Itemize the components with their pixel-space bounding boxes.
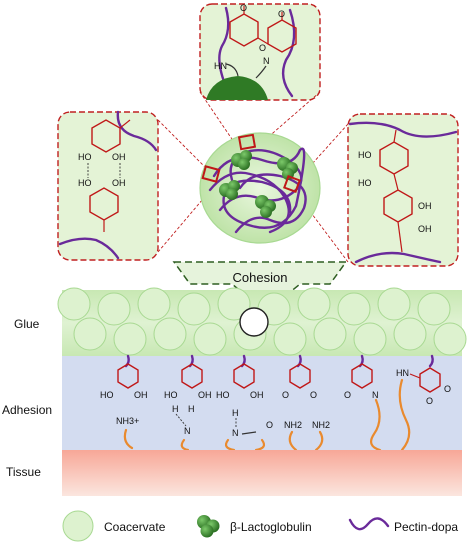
coacervate-droplet-1-7 xyxy=(353,322,387,356)
svg-text:OH: OH xyxy=(198,390,212,400)
chem-ho-left-2: HO xyxy=(78,178,92,188)
coacervate-droplet-1-2 xyxy=(153,317,187,351)
coacervate-droplet-1-9 xyxy=(433,322,467,356)
chem-ho-right-2: HO xyxy=(358,178,372,188)
lactoglobulin-cluster-4 xyxy=(255,195,276,218)
coacervate-droplet-0-0 xyxy=(57,287,91,321)
coacervate-droplet-1-3 xyxy=(193,322,227,356)
svg-text:O: O xyxy=(282,390,289,400)
interaction-quinone-amine-1: O O NH2 NH2 xyxy=(282,354,330,452)
svg-text:HO: HO xyxy=(100,390,114,400)
coacervate-droplet-1-8 xyxy=(393,317,427,351)
svg-text:HO: HO xyxy=(164,390,178,400)
cohesion-callout: Cohesion xyxy=(172,261,348,313)
svg-text:HO: HO xyxy=(216,390,230,400)
chem-oh-right-1: OH xyxy=(418,201,432,211)
coacervate-droplet-0-6 xyxy=(297,287,331,321)
svg-text:O: O xyxy=(266,420,273,430)
coacervate-droplet-0-2 xyxy=(137,287,171,321)
svg-text:H: H xyxy=(172,404,179,414)
svg-text:OH: OH xyxy=(250,390,264,400)
interaction-hbond-amide: HO OH H N O xyxy=(216,354,273,452)
interaction-michael-addition: HN O O xyxy=(396,354,451,452)
chem-o-1: O xyxy=(240,3,247,13)
chem-ho-left-1: HO xyxy=(78,152,92,162)
coacervate-droplet-1-1 xyxy=(113,322,147,356)
highlighted-droplet xyxy=(239,307,269,337)
svg-text:O: O xyxy=(344,390,351,400)
chem-oh-left-1: OH xyxy=(112,152,126,162)
chem-o-2: O xyxy=(278,9,285,19)
chem-nh3: NH3+ xyxy=(116,416,139,426)
catechol-ring-lower xyxy=(89,187,119,221)
glue-layer xyxy=(57,287,467,356)
crosslink-marker-right xyxy=(283,175,301,193)
crosslink-marker-top xyxy=(237,133,257,151)
svg-text:O: O xyxy=(310,390,317,400)
lactoglobulin-cluster-2 xyxy=(277,157,298,180)
coacervate-droplet-0-9 xyxy=(417,292,451,326)
chem-o-3: O xyxy=(259,43,266,53)
coacervate-droplet xyxy=(199,132,321,244)
top-zoom-panel: O O O HN N xyxy=(199,3,321,101)
legend-lactoglobulin-label: β-Lactoglobulin xyxy=(230,520,312,534)
coacervate-droplet-1-0 xyxy=(73,317,107,351)
coacervate-droplet-0-7 xyxy=(337,292,371,326)
cohesion-label: Cohesion xyxy=(233,270,288,285)
svg-text:N: N xyxy=(232,428,239,438)
interaction-cation-pi: HO OH NH3+ xyxy=(100,354,148,450)
adhesion-label: Adhesion xyxy=(2,403,52,417)
left-zoom-panel: HO OH HO OH xyxy=(57,110,159,261)
svg-text:H: H xyxy=(188,404,195,414)
chem-hn-top: HN xyxy=(214,61,227,71)
svg-text:O: O xyxy=(444,384,451,394)
coacervate-droplet-0-1 xyxy=(97,292,131,326)
protein-surface xyxy=(206,76,268,100)
catechol-ring-upper xyxy=(91,119,121,153)
lactoglobulin-cluster-3 xyxy=(219,180,240,200)
svg-text:N: N xyxy=(372,390,379,400)
svg-text:H: H xyxy=(232,408,239,418)
legend-pectin-swatch xyxy=(348,517,390,531)
svg-text:HN: HN xyxy=(396,368,409,378)
chem-ho-right-1: HO xyxy=(358,150,372,160)
right-zoom-panel: HO HO OH OH xyxy=(347,113,459,267)
legend-coacervate-swatch xyxy=(62,510,94,542)
svg-text:O: O xyxy=(426,396,433,406)
coacervate-droplet-0-4 xyxy=(217,287,251,321)
coacervate-droplet-0-8 xyxy=(377,287,411,321)
tissue-layer xyxy=(62,450,462,496)
coacervate-droplet-1-5 xyxy=(273,322,307,356)
lactoglobulin-cluster-1 xyxy=(231,150,252,170)
chem-n-top: N xyxy=(263,56,270,66)
svg-text:NH2: NH2 xyxy=(312,420,330,430)
legend-coacervate-label: Coacervate xyxy=(104,520,166,534)
tissue-label: Tissue xyxy=(6,465,41,479)
legend: Coacervate β-Lactoglobulin Pectin-dopa xyxy=(62,510,458,542)
svg-text:OH: OH xyxy=(134,390,148,400)
svg-text:NH2: NH2 xyxy=(284,420,302,430)
coacervate-droplet-1-6 xyxy=(313,317,347,351)
svg-text:N: N xyxy=(184,426,191,436)
chem-oh-right-2: OH xyxy=(418,224,432,234)
interaction-schiff-base: O N xyxy=(344,354,382,452)
legend-pectin-label: Pectin-dopa xyxy=(394,520,458,534)
interaction-hbond-amine: HO OH H H N xyxy=(164,354,212,452)
legend-lactoglobulin-swatch xyxy=(197,515,220,538)
adhesion-layer: HO OH NH3+ HO OH H H N HO OH H N O xyxy=(62,354,462,452)
crosslink-marker-left xyxy=(201,165,221,183)
coacervate-droplet-0-3 xyxy=(177,292,211,326)
chem-oh-left-2: OH xyxy=(112,178,126,188)
glue-label: Glue xyxy=(14,317,40,331)
